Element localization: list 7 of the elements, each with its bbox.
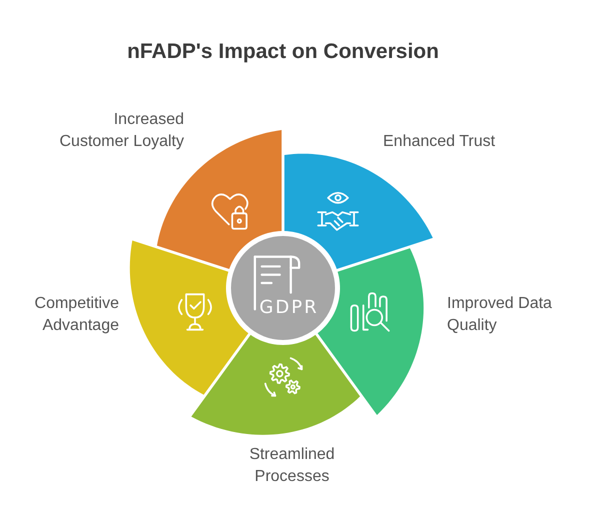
center-label: GDPR <box>259 297 319 318</box>
diagram-title: nFADP's Impact on Conversion <box>127 40 439 64</box>
segment-label: Streamlined Processes <box>249 446 335 485</box>
segment-label: Enhanced Trust <box>383 133 496 150</box>
segment-label: Improved Data Quality <box>447 295 552 334</box>
segment-label: Increased Customer Loyalty <box>60 111 184 150</box>
segment-label: Competitive Advantage <box>34 295 119 334</box>
